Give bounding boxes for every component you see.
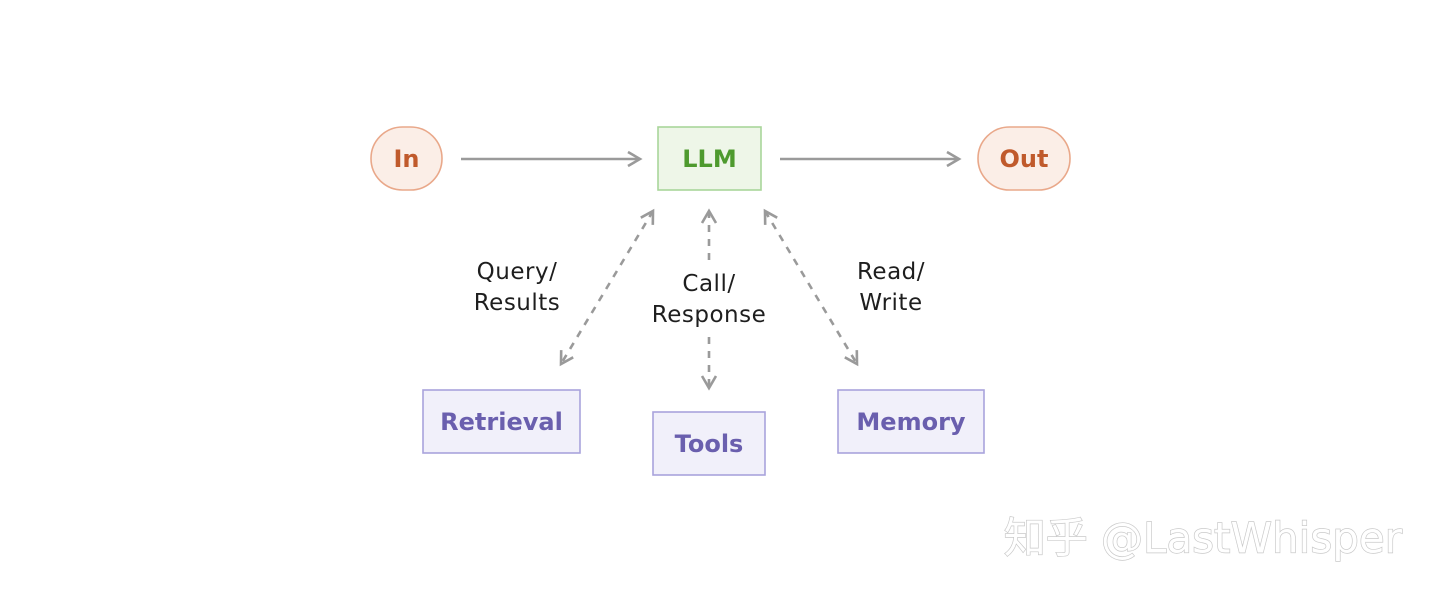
tools-node: Tools [652, 411, 766, 476]
llm-retrieval-arrow [559, 208, 655, 367]
memory-edge-label-line1: Read/ [857, 259, 925, 285]
tools-label-backdrop [646, 262, 772, 334]
llm-node-label: LLM [682, 145, 736, 173]
in-node-label: In [393, 145, 419, 173]
tools-node-label: Tools [675, 430, 744, 458]
retrieval-node-label: Retrieval [440, 408, 563, 436]
out-node: Out [977, 126, 1071, 191]
memory-node-shape [837, 389, 985, 454]
watermark: 知乎 @LastWhisper [1004, 514, 1403, 563]
llm-node: LLM [657, 126, 762, 191]
tools-node-shape [652, 411, 766, 476]
out-node-label: Out [1000, 145, 1049, 173]
llm-node-shape [657, 126, 762, 191]
out-node-shape [977, 126, 1071, 191]
memory-edge-label-line2: Write [859, 290, 922, 316]
retrieval-edge-label-line1: Query/ [477, 259, 558, 285]
memory-node-label: Memory [856, 408, 965, 436]
in-node: In [370, 126, 443, 191]
llm-memory-arrow [763, 208, 859, 367]
tools-edge-label-line2: Response [652, 302, 766, 328]
retrieval-node-shape [422, 389, 581, 454]
tools-edge-label-line1: Call/ [682, 271, 735, 297]
memory-node: Memory [837, 389, 985, 454]
retrieval-edge-label-line2: Results [474, 290, 561, 316]
retrieval-node: Retrieval [422, 389, 581, 454]
in-node-shape [370, 126, 443, 191]
